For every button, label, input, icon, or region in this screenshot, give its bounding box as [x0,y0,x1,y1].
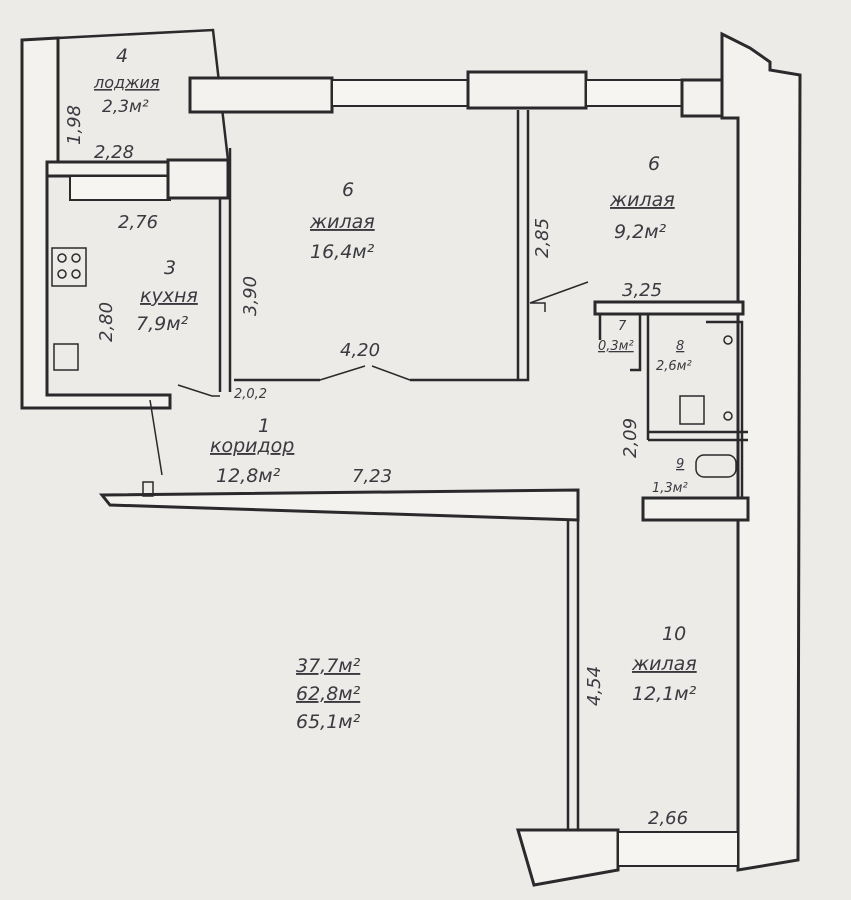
window-kitchen [69,175,171,201]
dim-corridor-len: 7,23 [352,466,392,487]
total-living: 37,7м² [296,655,361,677]
living2-name: жилая [609,189,675,211]
corridor-name: коридор [210,435,294,457]
storage-number: 9 [676,457,684,472]
dim-living1-w: 4,20 [340,340,380,361]
sink-fixture [679,395,705,425]
wall-living3-left [566,520,580,835]
living3-name: жилая [631,653,697,675]
corridor-area: 12,8м² [216,465,281,487]
wc-area: 0,3м² [598,339,634,354]
living3-area: 12,1м² [632,683,697,705]
kitchen-area: 7,9м² [136,313,189,335]
wall-top-mid [466,70,588,110]
living2-number: 6 [648,153,660,175]
loggia-name: лоджия [93,73,160,92]
bath-area: 2,6м² [656,359,692,374]
wall-kitchen-pier [166,158,230,200]
living2-area: 9,2м² [614,221,667,243]
kitchen-number: 3 [164,257,176,279]
dim-living2-w: 3,25 [622,280,662,301]
wc-number: 7 [618,319,627,334]
loggia-area: 2,3м² [102,97,149,117]
wall-living1-living2 [234,110,530,382]
kitchen-sink-icon [53,343,79,371]
living1-name: жилая [309,211,375,233]
bathtub-fixture [695,454,737,478]
living1-area: 16,4м² [310,241,375,263]
dim-kitchen-w: 2,76 [118,212,158,233]
dim-loggia-w: 2,28 [94,142,134,163]
door-arc-kitchen [177,384,220,397]
dim-living2-h: 2,85 [532,218,553,258]
window-living1 [331,79,471,107]
wall-bath-block [598,314,748,500]
wall-left-column [20,36,172,410]
dim-kitchen-right: 3,90 [240,276,261,316]
drain-fixture [723,411,733,421]
living3-number: 10 [662,623,686,645]
wall-kitchen-right [218,148,232,392]
wall-corridor [98,488,580,522]
window-living2 [585,79,683,107]
bath-number: 8 [676,339,684,354]
toilet-fixture [723,335,733,345]
wall-bottom [516,828,620,887]
dim-living3-w: 2,66 [648,808,688,829]
wall-right [720,31,802,872]
dim-living1-door: 2,0,2 [234,387,267,402]
total-area: 62,8м² [296,683,361,705]
storage-area: 1,3м² [652,481,688,496]
dim-kitchen-h: 2,80 [96,302,117,342]
door-stub [142,481,154,497]
wall-living2-bottom [593,300,745,316]
loggia-number: 4 [116,45,128,67]
dim-loggia-h: 1,98 [64,105,85,145]
kitchen-name: кухня [140,285,198,307]
door-living1 [319,365,411,381]
wall-top-left [188,76,334,114]
door-corridor [149,399,163,476]
total-with-loggia: 65,1м² [296,711,361,733]
stove-icon [51,247,87,287]
door-living2 [529,281,589,312]
dim-bath-h: 2,09 [620,418,641,458]
living1-number: 6 [342,179,354,201]
corridor-number: 1 [258,415,270,437]
wall-bath-bottom [641,496,750,522]
loggia-edge [57,28,230,161]
dim-living3-h: 4,54 [584,666,605,706]
window-living3 [617,831,739,867]
